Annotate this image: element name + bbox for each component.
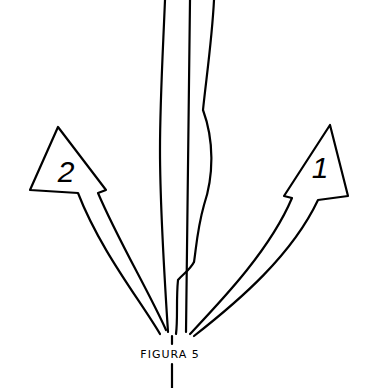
callout-number: 2	[58, 157, 75, 187]
leg-outline	[186, 0, 190, 332]
curved-arrow	[30, 127, 166, 334]
figure-caption: FIGURA 5	[138, 348, 201, 361]
curved-arrow	[190, 125, 348, 336]
leg-outline	[160, 0, 168, 332]
leg-outline	[194, 0, 214, 262]
foot-outline	[176, 262, 194, 334]
ground-line	[171, 336, 173, 388]
callout-number: 1	[312, 153, 329, 183]
